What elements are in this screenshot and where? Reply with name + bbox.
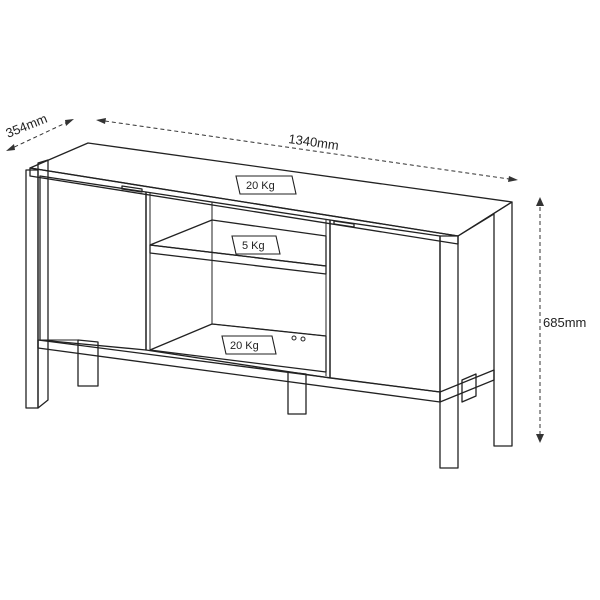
right-door bbox=[329, 219, 441, 393]
depth-label: 354mm bbox=[4, 111, 50, 141]
left-door bbox=[39, 175, 147, 351]
right-front-post bbox=[439, 235, 459, 469]
width-dimension: 1340mm bbox=[96, 118, 518, 182]
weight-tag-icon bbox=[235, 175, 297, 195]
height-label: 685mm bbox=[543, 315, 586, 330]
left-inner-leg bbox=[77, 339, 99, 387]
load-tag-shelf: 5 Kg bbox=[231, 235, 281, 255]
bottom-shelf bbox=[149, 323, 327, 373]
screw-hole bbox=[300, 336, 306, 342]
right-door-handle bbox=[333, 220, 355, 228]
load-top-label: 20 Kg bbox=[246, 180, 275, 192]
height-dimension: 685mm bbox=[536, 197, 586, 443]
left-door-handle bbox=[121, 185, 143, 193]
weight-tag-icon bbox=[231, 235, 281, 255]
load-bottom-label: 20 Kg bbox=[230, 340, 259, 352]
width-label: 1340mm bbox=[288, 131, 340, 153]
load-tag-top: 20 Kg bbox=[235, 175, 297, 195]
center-leg bbox=[287, 371, 307, 415]
depth-dimension: 354mm bbox=[4, 111, 74, 151]
right-rear-leg bbox=[461, 373, 477, 403]
left-rear-post bbox=[37, 159, 49, 409]
sideboard bbox=[25, 142, 513, 469]
load-tag-bottom: 20 Kg bbox=[221, 335, 277, 355]
right-rail bbox=[439, 369, 495, 403]
screw-hole bbox=[291, 335, 297, 341]
weight-tag-icon bbox=[221, 335, 277, 355]
load-shelf-label: 5 Kg bbox=[242, 240, 265, 252]
right-rear-post bbox=[457, 201, 513, 447]
middle-shelf-front bbox=[149, 244, 327, 275]
left-front-post bbox=[25, 169, 39, 409]
